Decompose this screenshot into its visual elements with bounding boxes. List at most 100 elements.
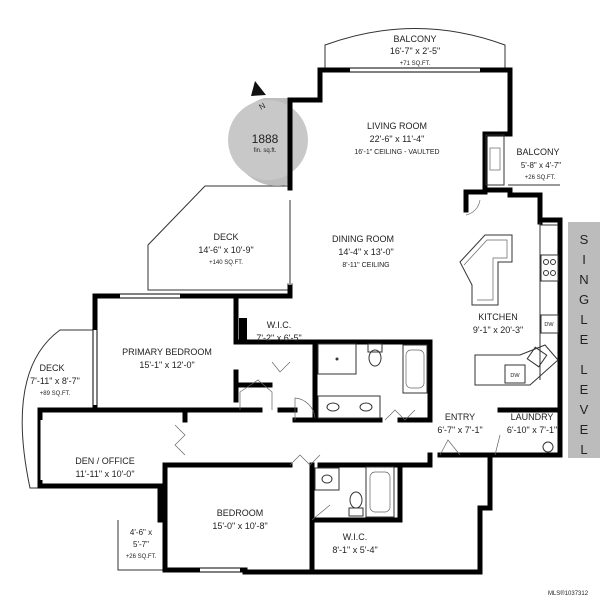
bathtub-icon bbox=[402, 344, 428, 394]
kitchen-counter-right bbox=[539, 222, 558, 380]
vanity-icon bbox=[317, 395, 381, 419]
living-room-note: 16'-1" CEILING - VAULTED bbox=[354, 149, 439, 156]
side-letter: E bbox=[580, 332, 589, 347]
bathtub-2-inner bbox=[369, 471, 391, 513]
washer-icon bbox=[542, 441, 554, 453]
burner-icon bbox=[550, 259, 556, 265]
deck-left-dims: 7'-11" x 8'-7" bbox=[30, 376, 80, 386]
door-swing-icon bbox=[174, 424, 186, 456]
deck-left-outline bbox=[21, 329, 95, 489]
laundry-dims: 6'-10" x 7'-1" bbox=[507, 425, 557, 435]
single-level-bar bbox=[568, 222, 600, 458]
fireplace-inner bbox=[489, 147, 501, 171]
kitchen-sink-counter bbox=[474, 344, 559, 386]
sink-left-icon bbox=[326, 402, 340, 412]
door-swing-icon bbox=[294, 397, 316, 420]
den-office-name: DEN / OFFICE bbox=[75, 456, 135, 466]
kitchen-wall bbox=[463, 189, 488, 213]
deck-upper-dims: 14'-6" x 10'-9" bbox=[198, 245, 253, 255]
patio-small-area: +26 SQ.FT. bbox=[126, 554, 157, 560]
dining-room-name: DINING ROOM bbox=[332, 234, 394, 244]
wic-primary-walls bbox=[233, 293, 318, 423]
wic-primary-dims: 7'-2" x 6'-5" bbox=[256, 333, 301, 343]
wic-primary-pillar bbox=[239, 318, 247, 340]
side-letter: I bbox=[582, 252, 586, 267]
dishwasher-right-icon bbox=[540, 314, 559, 334]
stove-icon bbox=[540, 254, 559, 282]
balcony-right-area: +26 SQ.FT. bbox=[525, 175, 556, 181]
shower-drain-icon bbox=[335, 357, 339, 361]
den-right-wall bbox=[162, 407, 433, 473]
toilet-icon bbox=[368, 349, 382, 367]
patio-small-dims-2: 5'-7" bbox=[133, 540, 149, 549]
wic-second-dims: 8'-1" x 5'-4" bbox=[332, 545, 377, 555]
deck-upper-area: +140 SQ.FT. bbox=[209, 260, 243, 266]
dining-room-dims: 14'-4" x 13'-0" bbox=[338, 247, 393, 257]
entry-name: ENTRY bbox=[445, 412, 475, 422]
deck-left-area: +89 SQ.FT. bbox=[40, 391, 71, 397]
compass-area-unit: fin. sq.ft. bbox=[254, 148, 277, 154]
bedroom-name: BEDROOM bbox=[217, 508, 264, 518]
den-office-dims: 11'-11" x 10'-0" bbox=[75, 469, 134, 479]
door-swing-icon bbox=[439, 439, 461, 456]
dishwasher-label: DW bbox=[544, 322, 554, 328]
side-letter: V bbox=[580, 402, 589, 417]
bath-walls bbox=[312, 339, 433, 423]
fireplace-icon bbox=[485, 134, 505, 186]
living-room-name: LIVING ROOM bbox=[367, 121, 427, 131]
entry-dims: 6'-7" x 7'-1" bbox=[437, 425, 482, 435]
burner-icon bbox=[550, 270, 556, 276]
balcony-right-name: BALCONY bbox=[516, 147, 559, 157]
kitchen-dims: 9'-1" x 20'-3" bbox=[473, 325, 523, 335]
mls-id: MLS®1037312 bbox=[548, 590, 589, 597]
exterior-walls bbox=[317, 67, 543, 225]
sink-2-icon bbox=[321, 474, 333, 484]
dishwasher-icon bbox=[504, 364, 526, 384]
balcony-top-name: BALCONY bbox=[393, 34, 436, 44]
kitchen-name: KITCHEN bbox=[478, 312, 518, 322]
north-arrow-icon bbox=[251, 81, 266, 96]
primary-bedroom-dims: 15'-1" x 12'-0" bbox=[139, 360, 194, 370]
side-letter: L bbox=[580, 442, 587, 457]
patio-small-dims-1: 4'-6" x bbox=[130, 528, 152, 537]
burner-icon bbox=[543, 270, 549, 276]
side-letter: N bbox=[579, 272, 588, 287]
door-swing-icon bbox=[465, 199, 481, 216]
balcony-right-dims: 5'-8" x 4'-7" bbox=[521, 161, 561, 170]
side-letter: S bbox=[580, 232, 589, 247]
burner-icon bbox=[543, 259, 549, 265]
side-letter: L bbox=[580, 312, 587, 327]
living-left-wall bbox=[287, 97, 323, 191]
side-letter: E bbox=[580, 422, 589, 437]
laundry-name: LAUNDRY bbox=[511, 412, 554, 422]
deck-upper-outline bbox=[147, 185, 290, 291]
living-room-dims: 22'-6" x 11'-4" bbox=[370, 134, 425, 144]
wic-primary-name: W.I.C. bbox=[267, 320, 292, 330]
dining-room-note: 8'-11" CEILING bbox=[342, 262, 389, 269]
balcony-top-dims: 16'-7" x 2'-5" bbox=[390, 46, 440, 56]
vanity-2-icon bbox=[314, 467, 340, 491]
door-swing-icon bbox=[384, 409, 416, 421]
side-letter: L bbox=[580, 362, 587, 377]
door-swing-icon bbox=[494, 434, 501, 456]
side-letter: E bbox=[580, 382, 589, 397]
sink-right-icon bbox=[359, 402, 373, 412]
toilet-tank-icon bbox=[367, 343, 383, 353]
balcony-top-outline bbox=[324, 28, 506, 70]
toilet-2-tank-icon bbox=[348, 507, 364, 517]
dining-left-wall bbox=[37, 283, 293, 523]
toilet-2-icon bbox=[349, 491, 363, 509]
kitchen-island bbox=[459, 234, 513, 306]
compass-north-letter: N bbox=[257, 101, 267, 112]
door-swing-icon bbox=[289, 454, 321, 466]
wic-second-name: W.I.C. bbox=[343, 532, 368, 542]
kitchen-island-inner bbox=[463, 239, 508, 301]
shower-icon bbox=[317, 343, 357, 375]
sink-icon bbox=[526, 346, 548, 368]
primary-bedroom-name: PRIMARY BEDROOM bbox=[122, 347, 212, 357]
compass-area-value: 1888 bbox=[252, 132, 279, 146]
bedroom-dims: 15'-0" x 10'-8" bbox=[212, 521, 267, 531]
door-swing-icon bbox=[311, 504, 331, 521]
